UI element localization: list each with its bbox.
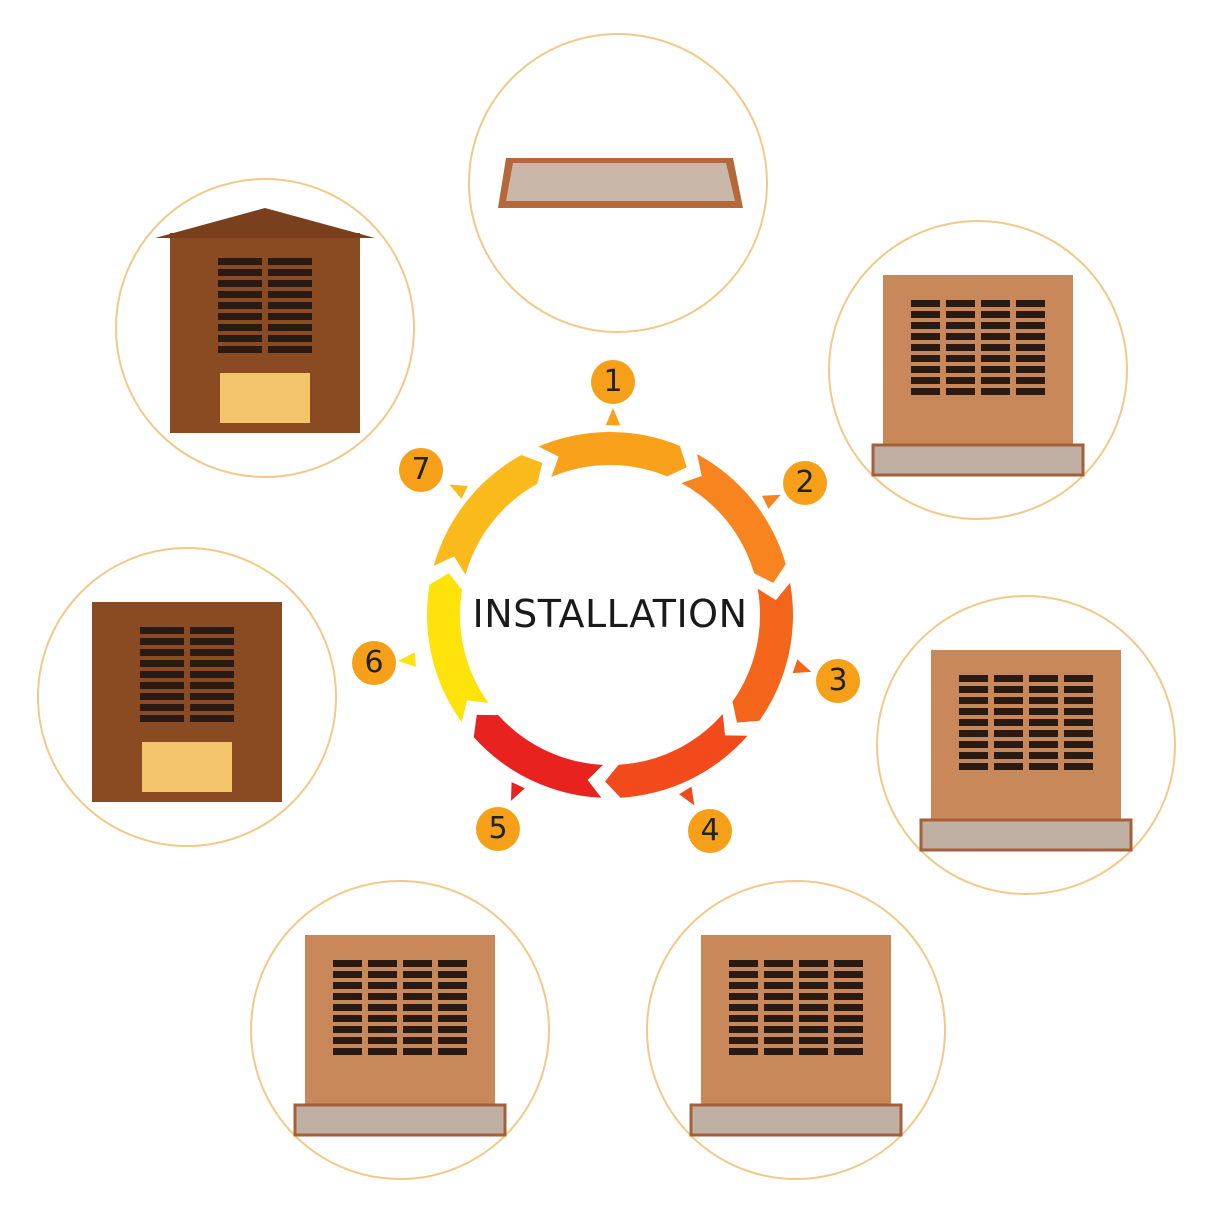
ring-segment-4 [605, 713, 748, 798]
step-badge-6: 6 [352, 641, 396, 685]
pointer-icon [792, 659, 812, 674]
pointer-icon [605, 408, 621, 426]
step-badge-1: 1 [591, 360, 635, 404]
ring-segment-5 [473, 714, 603, 798]
step-3-image-side-wall-added [876, 595, 1176, 895]
step-7-image-roof-complete [115, 178, 415, 478]
pointer-icon [510, 782, 525, 801]
step-2-image-back-wall-on-floor [828, 220, 1128, 520]
pointer-icon [679, 786, 695, 806]
step-badge-2: 2 [783, 461, 827, 505]
ring-segment-1 [538, 432, 687, 477]
step-badge-3: 3 [816, 659, 860, 703]
pointer-icon [449, 484, 469, 499]
diagram-title: INSTALLATION [472, 592, 748, 636]
step-4-image-both-side-walls [646, 880, 946, 1180]
pointer-icon [762, 494, 781, 509]
pointer-icon [398, 652, 416, 667]
step-badge-7: 7 [399, 448, 443, 492]
ring-segment-6 [427, 573, 489, 723]
step-badge-5: 5 [476, 807, 520, 851]
ring-segment-2 [681, 454, 786, 583]
step-badge-4: 4 [688, 809, 732, 853]
ring-segment-7 [433, 454, 543, 575]
step-6-image-front-wall-door [37, 547, 337, 847]
step-1-image-floor-base [468, 33, 768, 333]
ring-segment-3 [732, 582, 793, 723]
step-5-image-bench-installed [250, 880, 550, 1180]
